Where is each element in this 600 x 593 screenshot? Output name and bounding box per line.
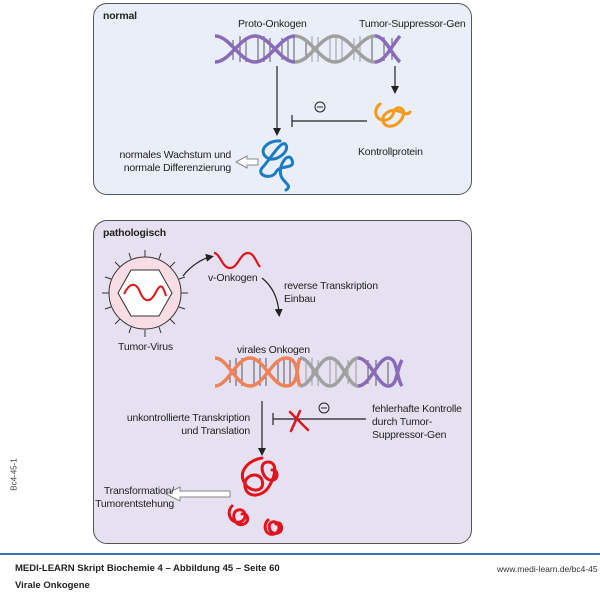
panel-title-normal: normal <box>103 10 137 22</box>
label-uncontrolled-2: und Translation <box>181 425 250 437</box>
panel-title-pathologisch: pathologisch <box>103 227 166 239</box>
label-faulty-control-1: fehlerhafte Kontrolle <box>372 403 462 415</box>
oncoprotein-icons <box>227 456 284 536</box>
dna-helix-normal <box>214 34 402 64</box>
outcome-arrow-path <box>164 486 231 502</box>
footer-divider <box>0 553 600 555</box>
label-virales-onkogen: virales Onkogen <box>237 344 310 356</box>
growth-protein-icon <box>259 139 295 192</box>
label-kontrollprotein: Kontrollprotein <box>358 146 423 158</box>
label-einbau: Einbau <box>284 293 316 305</box>
minus-icon-normal <box>314 101 326 113</box>
tumor-virus-icon <box>102 250 188 337</box>
dna-rungs <box>232 36 393 62</box>
label-faulty-control-3: Suppressor-Gen <box>372 429 447 441</box>
footer-url[interactable]: www.medi-learn.de/bc4-45 <box>497 564 598 574</box>
blocked-x-icon <box>288 409 310 433</box>
control-protein-icon <box>374 102 412 128</box>
footer-subtitle: Virale Onkogene <box>15 580 90 591</box>
outcome-arrow-normal <box>234 155 259 169</box>
arrow-integration <box>261 277 283 317</box>
minus-icon-path <box>318 402 330 414</box>
label-tumor-virus: Tumor-Virus <box>118 341 173 353</box>
label-v-onkogen: v-Onkogen <box>208 272 258 284</box>
label-transformation-1: Transformation/ <box>103 485 174 497</box>
figure-code: Bc4-45-1 <box>9 458 19 491</box>
footer-title: MEDI-LEARN Skript Biochemie 4 – Abbildun… <box>15 563 280 574</box>
label-faulty-control-2: durch Tumor- <box>372 416 433 428</box>
label-proto-onkogen: Proto-Onkogen <box>238 18 307 30</box>
label-uncontrolled-1: unkontrollierte Transkription <box>126 412 250 424</box>
dna-helix-viral <box>214 356 404 388</box>
label-normal-outcome-2: normale Differenzierung <box>123 162 231 174</box>
label-tumor-suppressor-gen: Tumor-Suppressor-Gen <box>359 18 466 30</box>
arrow-virus-to-vonkogen <box>182 253 214 277</box>
label-transformation-2: Tumorentstehung <box>95 498 174 510</box>
label-normal-outcome-1: normales Wachstum und <box>119 149 231 161</box>
v-onkogen-icon <box>213 251 261 270</box>
label-reverse-transkription: reverse Transkription <box>284 280 378 292</box>
